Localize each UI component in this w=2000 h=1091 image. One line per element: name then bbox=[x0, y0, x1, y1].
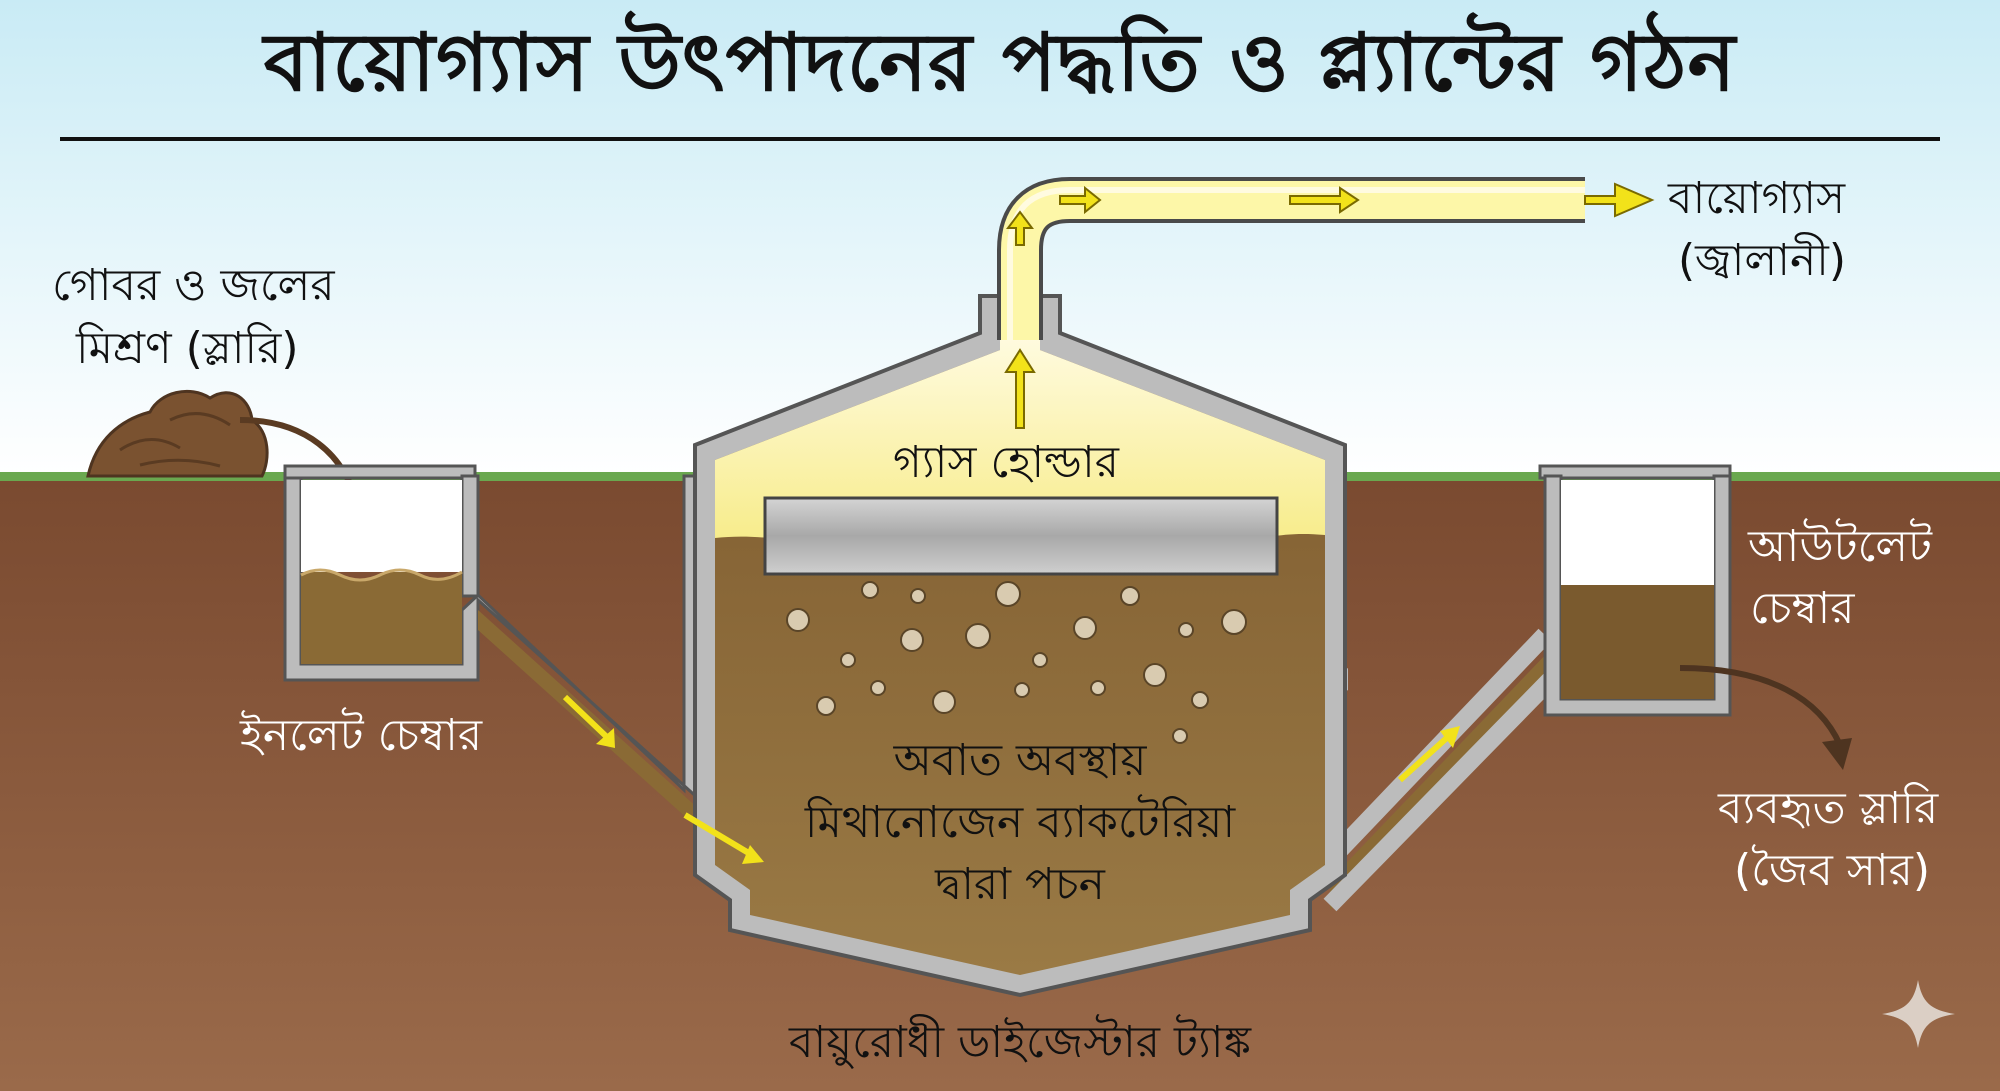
title-underline bbox=[60, 137, 1940, 141]
slurry-outflow-arrow bbox=[1679, 665, 1843, 747]
slurry-input-label-line1: গোবর ও জলের bbox=[52, 260, 335, 311]
outlet-chamber-label-line1: আউটলেট bbox=[1748, 521, 1933, 572]
used-slurry-label-line1: ব্যবহৃত স্লারি bbox=[1718, 783, 1939, 834]
digestion-label-line3: দ্বারা পচন bbox=[935, 859, 1105, 910]
biogas-output-label-line2: (জ্বালানী) bbox=[1678, 235, 1846, 286]
inlet-chamber-wall-right bbox=[460, 474, 480, 598]
bubble bbox=[816, 696, 836, 716]
gas-holder-plate bbox=[763, 496, 1279, 576]
bubbles bbox=[786, 581, 1247, 744]
outlet-chamber-label-line2: চেম্বার bbox=[1750, 583, 1855, 634]
bubble bbox=[1172, 728, 1188, 744]
bubble bbox=[1221, 609, 1247, 635]
used-slurry-label-line2: (জৈব সার) bbox=[1734, 845, 1930, 896]
page-title: বায়োগ্যাস উৎপাদনের পদ্ধতি ও প্ল্যান্টের… bbox=[263, 16, 1737, 109]
manure-pile bbox=[86, 389, 269, 478]
bubble bbox=[786, 608, 810, 632]
bubble bbox=[900, 628, 924, 652]
slurry-outflow-arrowhead bbox=[1822, 738, 1852, 770]
bubble bbox=[870, 680, 886, 696]
bubble bbox=[1191, 691, 1209, 709]
inlet-flow-arrow-1 bbox=[562, 694, 613, 743]
gas-arrow-right-2 bbox=[1289, 186, 1360, 214]
inlet-flow-arrow-2 bbox=[683, 812, 754, 858]
bubble bbox=[1120, 586, 1140, 606]
digester-tank-label: বায়ুরোধী ডাইজেস্টার ট্যাঙ্ক bbox=[788, 1017, 1252, 1068]
bubble bbox=[1014, 682, 1030, 698]
outlet-flow-arrowhead bbox=[1440, 726, 1460, 748]
bubble bbox=[995, 581, 1021, 607]
inlet-slurry bbox=[301, 570, 462, 664]
digestion-label-line2: মিথানোজেন ব্যাকটেরিয়া bbox=[804, 797, 1236, 848]
outlet-air bbox=[1561, 480, 1714, 585]
bubble bbox=[965, 623, 991, 649]
manure-texture bbox=[119, 412, 231, 468]
bubble bbox=[910, 588, 926, 604]
gas-arrow-up bbox=[1006, 210, 1034, 246]
bubble bbox=[1090, 680, 1106, 696]
bubble bbox=[1032, 652, 1048, 668]
gas-holder-label: গ্যাস হোল্ডার bbox=[893, 437, 1119, 488]
gas-rising-arrow bbox=[1004, 348, 1036, 429]
outlet-flow-arrow bbox=[1397, 732, 1453, 783]
gas-holder-region bbox=[715, 335, 1325, 544]
bubble bbox=[932, 690, 956, 714]
inlet-slurry-surface bbox=[300, 568, 463, 582]
gas-flow-arrows bbox=[1004, 182, 1655, 429]
outlet-slurry bbox=[1561, 585, 1714, 699]
bubble bbox=[861, 581, 879, 599]
bubble bbox=[1143, 663, 1167, 687]
slurry-input-label-line2: মিশ্রণ (স্লারি) bbox=[76, 323, 299, 374]
inlet-chamber-cap bbox=[283, 464, 477, 480]
gas-arrow-right-1 bbox=[1059, 185, 1102, 215]
bubble bbox=[1073, 616, 1097, 640]
slurry-flow-arrows bbox=[562, 694, 1453, 858]
inlet-chamber-label: ইনলেট চেম্বার bbox=[240, 710, 483, 761]
outlet-chamber-cap bbox=[1538, 464, 1732, 480]
inlet-air bbox=[301, 480, 462, 572]
digestion-label-line1: অবাত অবস্থায় bbox=[893, 735, 1147, 786]
inlet-flow-arrowhead-1 bbox=[596, 728, 615, 748]
inlet-flow-arrowhead-2 bbox=[742, 845, 764, 864]
slurry-flow-arrowheads bbox=[596, 726, 1460, 864]
sparkle-icon bbox=[1882, 980, 1955, 1048]
biogas-output-label-line1: বায়োগ্যাস bbox=[1668, 173, 1846, 224]
bubble bbox=[840, 652, 856, 668]
gas-pipe-shine bbox=[1007, 187, 1585, 340]
bubble bbox=[1178, 622, 1194, 638]
gas-arrow-right-3 bbox=[1584, 182, 1655, 218]
